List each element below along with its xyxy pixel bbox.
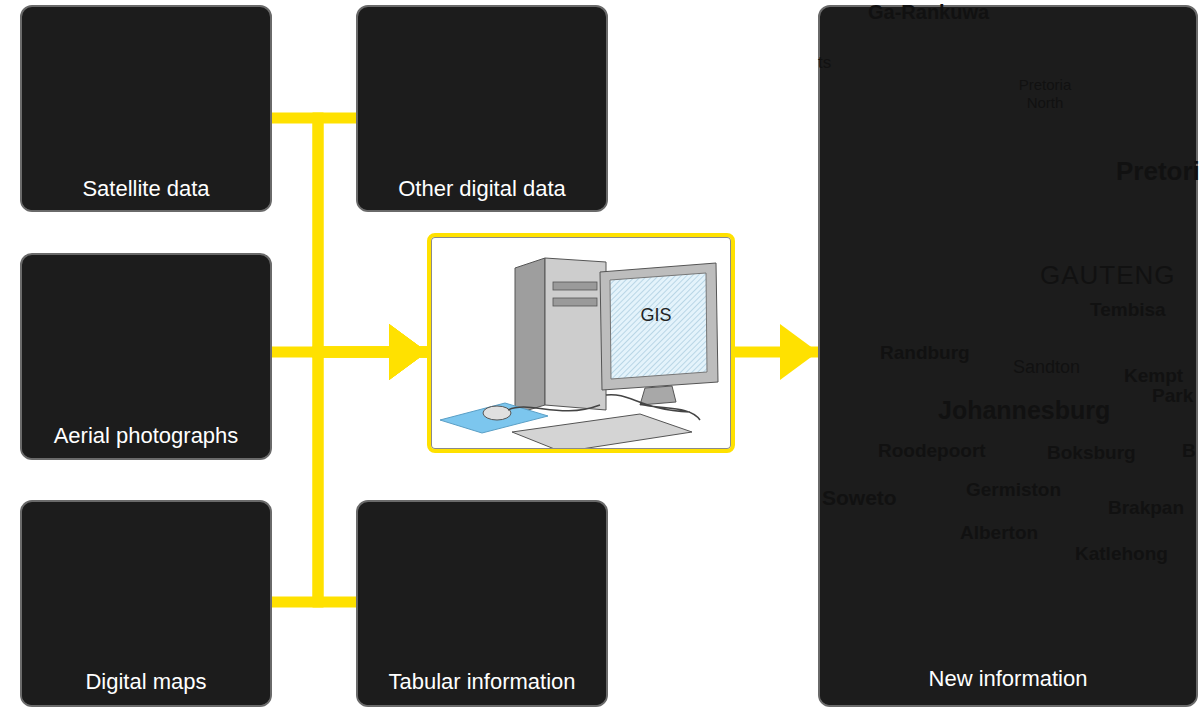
place-name: Roodepoort — [878, 441, 986, 460]
place-name: Tembisa — [1090, 300, 1166, 319]
keyboard — [512, 414, 692, 452]
node-label: Digital maps — [85, 669, 206, 695]
flow-arrow — [272, 347, 427, 358]
label-band: Satellite data — [22, 168, 270, 210]
roads — [819, 6, 1197, 706]
map-illustration — [819, 6, 1197, 706]
place-name: ts — [818, 54, 831, 71]
label-band: Aerial photographs — [22, 414, 270, 458]
place-name: Kempt — [1124, 366, 1183, 385]
input-box: Aerial photographs — [20, 253, 272, 460]
node-label: Satellite data — [82, 176, 209, 202]
cable — [508, 395, 700, 420]
place-name: B — [1182, 441, 1196, 460]
node-label: GIS — [606, 305, 706, 326]
place-name: Pretori — [1116, 158, 1200, 184]
place-name: Randburg — [880, 343, 970, 362]
place-name: Germiston — [966, 480, 1061, 499]
flow-arrow — [318, 118, 427, 352]
tower-front — [545, 258, 606, 410]
input-box: Digital maps — [20, 500, 272, 707]
monitor-frame — [600, 263, 718, 390]
drive-slot — [553, 298, 597, 306]
flow-arrow — [318, 352, 427, 602]
output-box: New information — [818, 5, 1198, 707]
input-box: Tabular information — [356, 500, 608, 707]
mouse — [483, 406, 511, 420]
flow-arrow — [272, 118, 427, 352]
node-label: Other digital data — [398, 176, 566, 202]
place-name: Ga-Rankuwa — [868, 2, 989, 22]
tower-side — [515, 258, 545, 414]
place-name: Soweto — [822, 487, 897, 508]
place-name: Alberton — [960, 523, 1038, 542]
drive-slot — [553, 282, 597, 290]
place-name: GAUTENG — [1040, 262, 1176, 288]
place-name: Sandton — [1013, 358, 1080, 376]
flow-arrow — [735, 347, 818, 358]
place-name: Pretoria North — [1005, 76, 1085, 112]
place-name: Johannesburg — [938, 398, 1110, 423]
label-band: Digital maps — [22, 659, 270, 705]
label-band: Other digital data — [358, 168, 606, 210]
process-box: GIS — [427, 233, 735, 453]
node-label: Aerial photographs — [54, 423, 239, 449]
screen-label: GIS — [606, 305, 706, 326]
place-name: Brakpan — [1108, 498, 1184, 517]
map-ground — [819, 6, 1197, 706]
flow-arrow — [272, 352, 427, 602]
place-name: Boksburg — [1047, 443, 1136, 462]
monitor-stand — [640, 386, 676, 405]
node-label: New information — [929, 666, 1088, 692]
place-name: Katlehong — [1075, 544, 1168, 563]
input-box: Other digital data — [356, 5, 608, 212]
computer-icon — [440, 258, 718, 452]
input-box: Satellite data — [20, 5, 272, 212]
label-band: New information — [820, 653, 1196, 705]
label-band: Tabular information — [358, 659, 606, 705]
node-label: Tabular information — [388, 669, 575, 695]
monitor-screen — [610, 273, 707, 379]
place-name: Park — [1152, 386, 1193, 405]
